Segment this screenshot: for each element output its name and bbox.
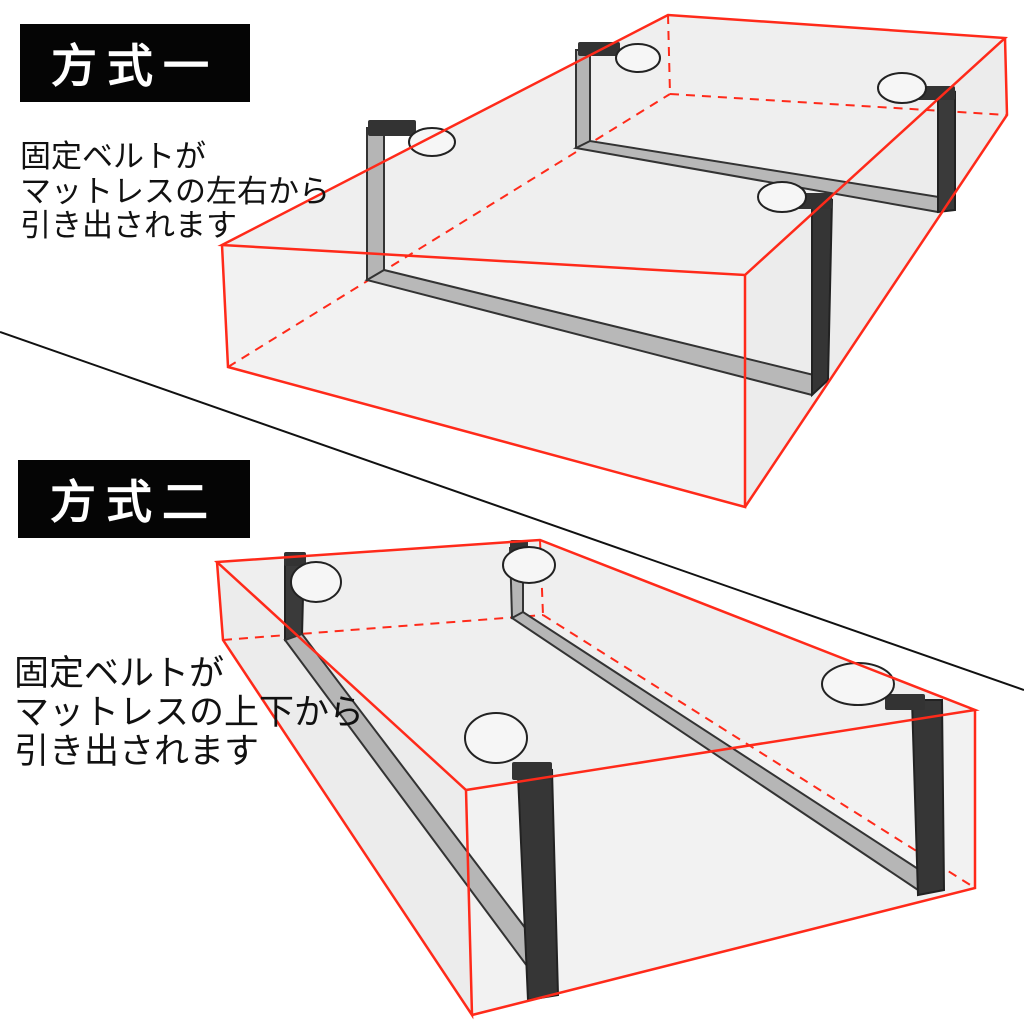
box2-left-face: [217, 562, 472, 1015]
box2-left-buckle-front: [512, 762, 552, 780]
method-two-description-line: 引き出されます: [14, 732, 260, 773]
box1-back-ring-left: [615, 43, 661, 73]
box2-left-ring-front: [464, 712, 528, 764]
box1-front-buckle-left: [368, 120, 416, 136]
box2-left-ring-back: [290, 561, 342, 603]
box1-back-ring-right: [877, 72, 927, 104]
box2-right-strap-front: [910, 699, 946, 897]
method-two-description-line: 固定ベルトが: [14, 654, 225, 694]
box1-outline: [217, 13, 1009, 509]
method-two-diagram: [214, 538, 980, 1020]
box2-right-buckle-front: [885, 694, 925, 710]
method-one-description-line: マットレスの左右から: [20, 173, 330, 210]
box2-right-ring-front: [821, 662, 895, 706]
box2-front-face: [466, 710, 975, 1015]
box1-back-strap-vertical: [575, 49, 591, 149]
method-two-badge: 方式二: [18, 460, 250, 538]
box2-outline: [214, 538, 980, 1020]
box1-back-strap-right: [937, 90, 956, 214]
box1-front-ring-right: [757, 181, 807, 213]
method-two-description: 固定ベルトが マットレスの上下から 引き出されます: [14, 654, 365, 773]
section-divider-line: [0, 331, 1024, 691]
box1-front-ring-left: [408, 127, 456, 157]
box1-front-face: [222, 245, 745, 507]
method-one-description-line: 固定ベルトが: [20, 139, 206, 175]
method-one-description-line: 引き出されます: [20, 208, 237, 245]
method-one-badge: 方式一: [20, 24, 250, 102]
box2-right-ring-back: [502, 546, 556, 584]
box1-front-strap-vertical: [366, 127, 385, 282]
box1-front-strap-right: [811, 198, 834, 398]
method-one-diagram: [217, 13, 1009, 509]
method-one-description: 固定ベルトが マットレスの左右から 引き出されます: [20, 140, 330, 244]
method-two-description-line: マットレスの上下から: [14, 693, 365, 734]
